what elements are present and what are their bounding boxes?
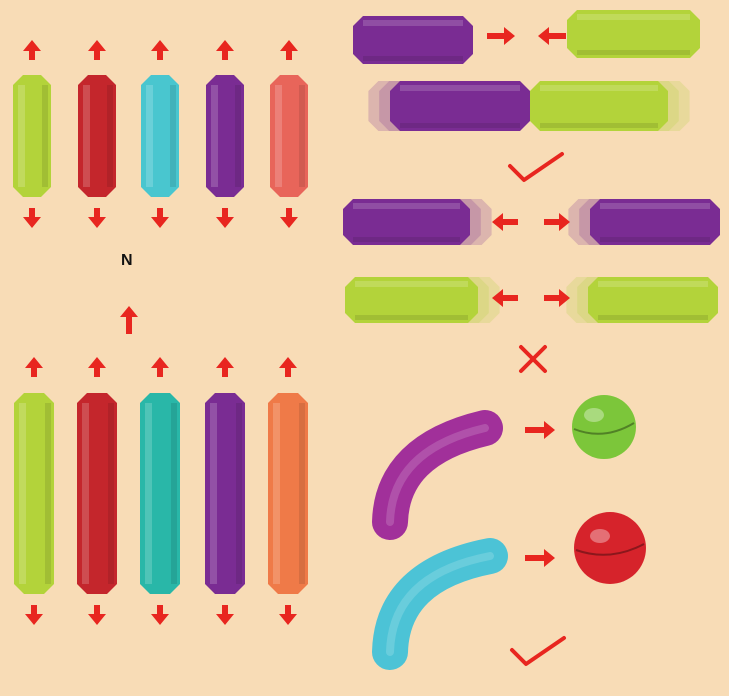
curved-rod-magenta — [390, 428, 485, 522]
attract-arrow-icon — [487, 27, 515, 45]
rod-shade — [45, 403, 51, 584]
rod-shade — [170, 85, 176, 187]
short-rod-cyan — [141, 75, 179, 197]
rod-highlight — [600, 203, 710, 209]
short-rod-lime — [13, 75, 51, 197]
rod-shade — [299, 403, 305, 584]
rod-highlight — [363, 20, 463, 26]
south-arrow-icon — [216, 605, 234, 625]
rod-highlight — [145, 403, 152, 584]
north-arrow-icon — [25, 357, 43, 377]
rod-highlight — [355, 281, 468, 287]
check-icon — [512, 638, 564, 664]
green-ball — [572, 395, 636, 459]
rod-shade — [235, 85, 241, 187]
ball-shine — [590, 529, 610, 543]
rod-shade — [600, 237, 710, 242]
rod-highlight — [211, 85, 218, 187]
short-rod-coral — [270, 75, 308, 197]
repel-arrow-icon — [544, 289, 570, 307]
south-arrow-icon — [280, 208, 298, 228]
south-arrow-icon — [88, 208, 106, 228]
rod-highlight — [275, 85, 282, 187]
row3-left-rod — [343, 199, 492, 245]
south-arrow-icon — [279, 605, 297, 625]
repel-arrow-icon — [492, 213, 518, 231]
rod-highlight — [400, 85, 520, 91]
short-rod-purple — [206, 75, 244, 197]
row3-right-rod — [568, 199, 720, 245]
rod-shade — [171, 403, 177, 584]
row4-right-rod — [566, 277, 718, 323]
north-indicator-icon — [120, 306, 138, 334]
rod-shade — [540, 123, 658, 128]
rod-shade — [400, 123, 520, 128]
curved-rod-light-blue — [390, 556, 490, 652]
long-rod-teal — [140, 393, 180, 594]
rod-shade — [577, 50, 690, 55]
rod-highlight — [353, 203, 460, 209]
red-ball — [574, 512, 646, 584]
rod-shade — [42, 85, 48, 187]
row4-left-rod — [345, 277, 500, 323]
repel-arrow-icon — [544, 213, 570, 231]
rod-shade — [108, 403, 114, 584]
rod-shade — [363, 56, 463, 61]
rod-shade — [236, 403, 242, 584]
long-rod-purple — [205, 393, 245, 594]
rod-highlight — [18, 85, 25, 187]
attract-arrow-icon — [525, 421, 555, 439]
north-arrow-icon — [23, 40, 41, 60]
north-arrow-icon — [151, 357, 169, 377]
rod-highlight — [19, 403, 26, 584]
rod-highlight — [577, 14, 690, 20]
rod-shade — [598, 315, 708, 320]
row1-right-rod — [567, 10, 700, 58]
south-arrow-icon — [23, 208, 41, 228]
short-rod-red — [78, 75, 116, 197]
row2-right-rod — [530, 81, 690, 131]
north-arrow-icon — [151, 40, 169, 60]
rod-highlight — [83, 85, 90, 187]
long-rod-red — [77, 393, 117, 594]
rod-shade — [353, 237, 460, 242]
long-rod-orange — [268, 393, 308, 594]
south-arrow-icon — [25, 605, 43, 625]
rod-highlight — [146, 85, 153, 187]
north-arrow-icon — [279, 357, 297, 377]
rod-highlight — [82, 403, 89, 584]
attract-arrow-icon — [538, 27, 566, 45]
rod-shade — [355, 315, 468, 320]
rod-shade — [107, 85, 113, 187]
cross-icon — [521, 347, 545, 371]
rod-highlight — [598, 281, 708, 287]
rod-highlight — [273, 403, 280, 584]
north-arrow-icon — [88, 357, 106, 377]
rod-highlight — [540, 85, 658, 91]
attract-arrow-icon — [525, 549, 555, 567]
north-label: N — [121, 252, 133, 270]
south-arrow-icon — [151, 208, 169, 228]
north-arrow-icon — [280, 40, 298, 60]
row1-left-rod — [353, 16, 473, 64]
row2-left-rod — [368, 81, 530, 131]
north-arrow-icon — [88, 40, 106, 60]
north-arrow-icon — [216, 357, 234, 377]
south-arrow-icon — [151, 605, 169, 625]
south-arrow-icon — [216, 208, 234, 228]
south-arrow-icon — [88, 605, 106, 625]
rod-highlight — [210, 403, 217, 584]
long-rod-lime — [14, 393, 54, 594]
check-icon — [510, 154, 562, 180]
north-arrow-icon — [216, 40, 234, 60]
ball-shine — [584, 408, 604, 422]
rod-shade — [299, 85, 305, 187]
